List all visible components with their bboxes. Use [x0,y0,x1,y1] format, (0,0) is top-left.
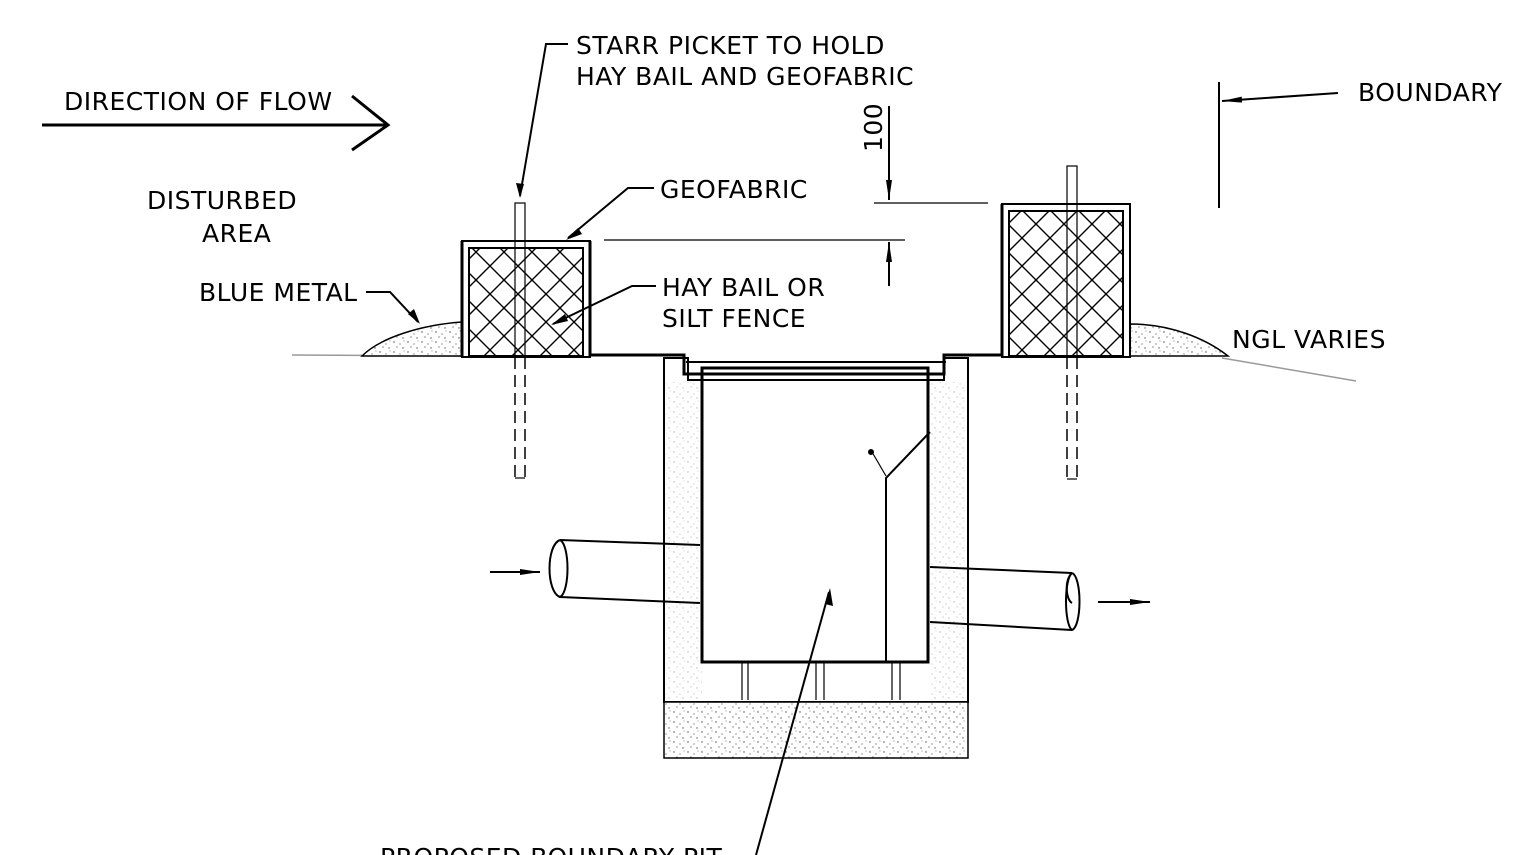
disturbed-area-label-line2: AREA [202,219,271,248]
blue-metal-leader [366,291,420,324]
ngl-varies-label: NGL VARIES [1232,325,1386,354]
starr-picket-label-line1: STARR PICKET TO HOLD [576,31,885,60]
starr-picket-right [1066,165,1078,480]
pit-base-slab [663,701,969,759]
hay-bail-right [1001,203,1131,358]
dimension-100 [604,106,988,286]
boundary-line [1218,82,1339,208]
geofabric-label: GEOFABRIC [660,175,808,204]
dimension-100-label: 100 [859,103,888,152]
geofabric-leader [566,187,654,240]
starr-picket-leader [516,43,568,198]
blue-metal-mound-left [360,321,463,357]
starr-picket-label-line2: HAY BAIL AND GEOFABRIC [576,62,914,91]
proposed-boundary-pit-label: PROPOSED BOUNDARY PIT [380,843,722,855]
proposed-boundary-pit-leader [755,588,833,855]
blue-metal-label: BLUE METAL [199,278,358,307]
direction-of-flow-arrow [42,94,391,152]
disturbed-area-label-line1: DISTURBED [147,186,297,215]
starr-picket-left [514,202,526,479]
outlet-pipe [929,566,1081,632]
hay-bail-left [461,240,591,358]
blue-metal-mound-right [1129,323,1231,357]
hay-bail-label-line1: HAY BAIL OR [662,273,825,302]
direction-of-flow-label: DIRECTION OF FLOW [64,87,333,116]
boundary-label: BOUNDARY [1358,78,1503,107]
inlet-pipe [548,539,701,604]
hay-bail-label-line2: SILT FENCE [662,304,806,333]
boundary-pit [663,357,969,703]
